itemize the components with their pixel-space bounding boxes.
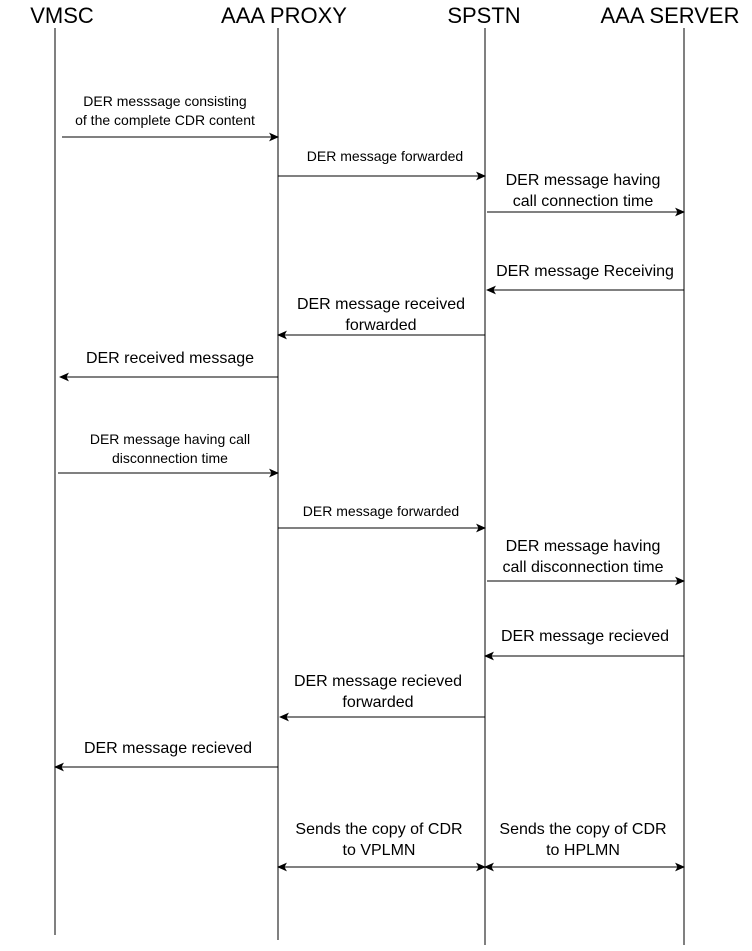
message-label: DER message forwarded — [303, 503, 459, 519]
message-label: to VPLMN — [343, 842, 416, 859]
arrowhead — [675, 207, 685, 217]
arrowhead — [277, 862, 287, 872]
lifeline-title-server: AAA SERVER — [601, 3, 740, 28]
message-label: DER message received — [297, 296, 465, 313]
message-label: of the complete CDR content — [75, 112, 255, 128]
arrowhead — [486, 285, 496, 295]
message-label: Sends the copy of CDR — [499, 821, 666, 838]
message-label: call disconnection time — [503, 559, 664, 576]
arrowhead — [476, 862, 486, 872]
message-m12: DER message recieved — [54, 740, 278, 772]
message-label: DER message Receiving — [496, 263, 674, 280]
lifeline-title-vmsc: VMSC — [30, 3, 94, 28]
arrowhead — [476, 523, 486, 533]
message-m9: DER message having call disconnection tim… — [487, 538, 685, 586]
message-m7: DER message having call disconnection tim… — [58, 431, 279, 478]
message-m14: Sends the copy of CDR to HPLMN — [484, 821, 685, 872]
message-m3: DER message having call connection time — [487, 172, 685, 217]
message-m13: Sends the copy of CDR to VPLMN — [277, 821, 486, 872]
arrowhead — [269, 468, 279, 478]
arrowhead — [476, 171, 486, 181]
message-label: DER message having — [506, 172, 661, 189]
message-label: DER message forwarded — [307, 148, 463, 164]
message-m1: DER messsage consisting of the complete C… — [62, 93, 279, 142]
arrowhead — [277, 330, 287, 340]
message-label: DER received message — [86, 350, 254, 367]
message-m11: DER message recieved forwarded — [279, 673, 485, 722]
arrowhead — [484, 862, 494, 872]
message-label: DER message recieved — [294, 673, 462, 690]
message-label: forwarded — [342, 694, 413, 711]
arrowhead — [675, 862, 685, 872]
message-label: to HPLMN — [546, 842, 620, 859]
message-m5: DER message received forwarded — [277, 296, 485, 340]
arrowhead — [279, 712, 289, 722]
arrowhead — [484, 651, 494, 661]
message-label: call connection time — [513, 193, 654, 210]
message-label: DER message having call — [90, 431, 250, 447]
lifelines: VMSC AAA PROXY SPSTN AAA SERVER — [30, 3, 740, 945]
arrowhead — [54, 762, 64, 772]
message-label: DER messsage consisting — [83, 93, 246, 109]
message-label: disconnection time — [112, 450, 228, 466]
message-label: DER message recieved — [84, 740, 252, 757]
arrowhead — [269, 132, 279, 142]
message-m8: DER message forwarded — [278, 503, 486, 533]
message-label: DER message recieved — [501, 628, 669, 645]
lifeline-title-proxy: AAA PROXY — [221, 3, 347, 28]
message-label: forwarded — [345, 317, 416, 334]
message-m10: DER message recieved — [484, 628, 684, 661]
message-label: DER message having — [506, 538, 661, 555]
message-m6: DER received message — [59, 350, 278, 382]
lifeline-title-spstn: SPSTN — [447, 3, 520, 28]
messages: DER messsage consisting of the complete C… — [54, 93, 685, 872]
message-m4: DER message Receiving — [486, 263, 684, 295]
message-label: Sends the copy of CDR — [295, 821, 462, 838]
arrowhead — [59, 372, 69, 382]
arrowhead — [675, 576, 685, 586]
message-m2: DER message forwarded — [278, 148, 486, 181]
